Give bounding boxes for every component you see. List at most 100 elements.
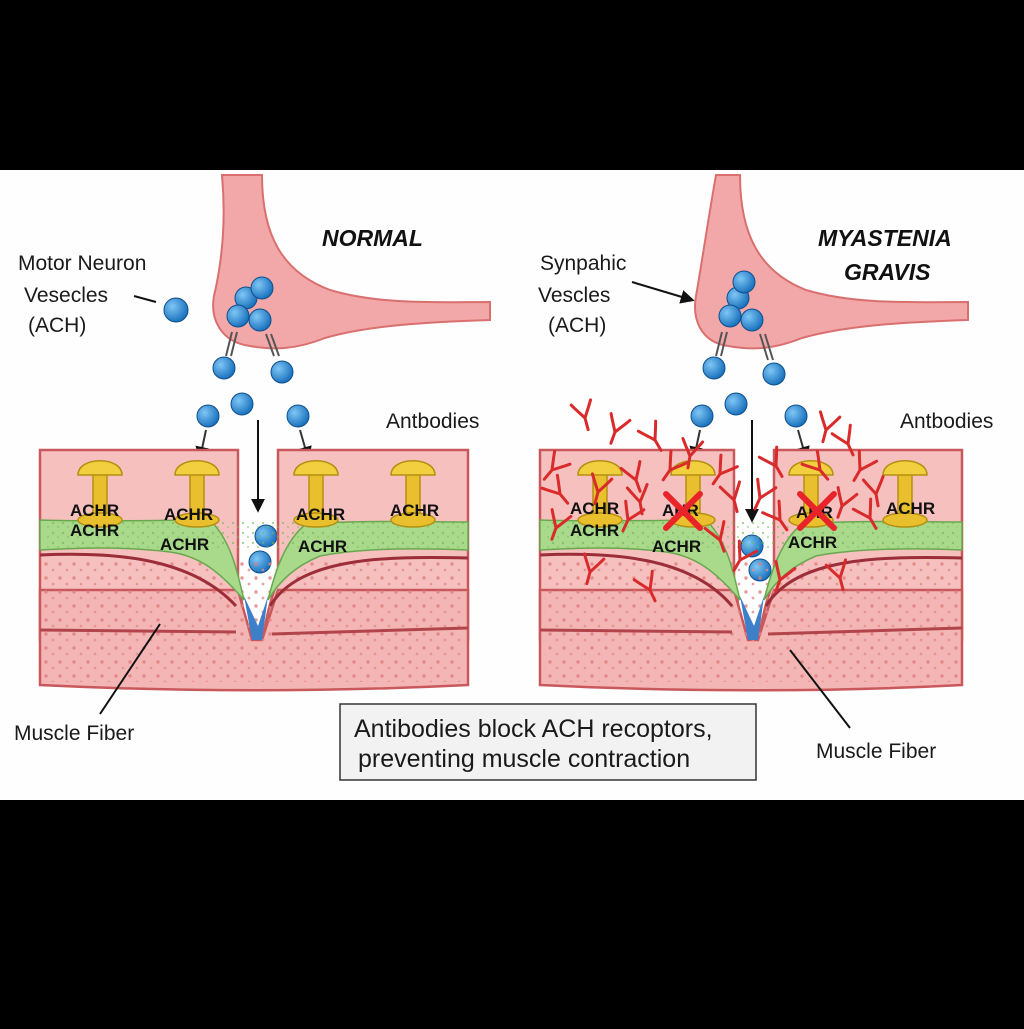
- antibody-icon: [861, 475, 885, 508]
- vesicles-label: Vesecles: [24, 284, 108, 307]
- vesicle: [732, 270, 756, 294]
- antibody-icon: [582, 552, 606, 586]
- ach-label: (ACH): [28, 314, 86, 337]
- antibody-icon: [711, 453, 739, 486]
- antibody-icon: [732, 539, 759, 572]
- synaptic-cleft: [244, 596, 268, 640]
- muscle-fiber-label: Muscle Fiber: [14, 722, 134, 745]
- block-x-icon: [797, 491, 837, 531]
- membrane-dots: [44, 522, 464, 550]
- antibody-icon: [824, 558, 848, 592]
- antibody-icon: [540, 473, 570, 505]
- vesicle: [718, 304, 742, 328]
- achr-label: ACHR: [570, 499, 619, 518]
- achr-label: ACHR: [160, 535, 209, 554]
- release-streak: [225, 331, 233, 357]
- antibody-icon: [619, 460, 642, 493]
- receptor: [577, 460, 623, 528]
- achr-label: ACHR: [298, 537, 347, 556]
- antibody-icon: [800, 449, 830, 481]
- pointer-line: [789, 649, 851, 729]
- vesicle: [270, 360, 294, 384]
- normal-panel: ACHR ACHR ACHR ACHR ACHR ACHR ACHR NORMA…: [14, 174, 491, 745]
- antibody-icon: [851, 497, 878, 530]
- achr-label: ACHR: [886, 499, 935, 518]
- vesicle: [724, 392, 748, 416]
- normal-title: NORMAL: [322, 225, 423, 251]
- fold-line-right: [268, 556, 469, 607]
- vesicle: [762, 362, 786, 386]
- antibody-icon: [661, 449, 689, 482]
- release-streak: [265, 333, 275, 357]
- antibody-icon: [609, 412, 632, 445]
- pointer-line: [133, 295, 157, 303]
- synaptic-label: Synpahic: [540, 252, 626, 275]
- antibody-icon: [632, 569, 657, 603]
- muscle-fiber-label: Muscle Fiber: [816, 740, 936, 763]
- antibody-icon: [550, 508, 573, 541]
- release-streak: [230, 331, 238, 357]
- antibody-icon: [621, 499, 646, 533]
- receptor: [77, 460, 123, 528]
- receptor: [882, 460, 928, 528]
- bottom-band: [0, 800, 1024, 1024]
- antibody-icon: [569, 398, 593, 432]
- antibody-icon: [590, 472, 614, 506]
- vesicle: [702, 356, 726, 380]
- vesicle: [212, 356, 236, 380]
- vesicle: [784, 404, 808, 428]
- achr-label: ACHR: [296, 505, 345, 524]
- vesicle: [286, 404, 310, 428]
- motor-neuron-terminal: [694, 174, 969, 350]
- antibody-icon: [830, 423, 855, 457]
- vesicle: [163, 297, 189, 323]
- antibody-icon: [818, 410, 842, 444]
- caption-line1: Antibodies block ACH recoptors,: [354, 715, 713, 743]
- release-streak: [764, 333, 774, 361]
- antibody-icon: [836, 486, 859, 519]
- vesicle: [250, 276, 274, 300]
- membrane-dots: [544, 522, 958, 550]
- antibody-icon: [681, 437, 705, 470]
- antibody-layer: [540, 398, 885, 603]
- mg-title-line2: GRAVIS: [844, 259, 931, 285]
- antibody-icon: [757, 445, 784, 478]
- achr-label: ACHR: [570, 521, 619, 540]
- pointer-line: [99, 623, 161, 715]
- receptor: [174, 460, 220, 528]
- motor-neuron-terminal: [212, 174, 491, 350]
- release-streak: [720, 331, 728, 357]
- achr-label: ACHR: [70, 521, 119, 540]
- antibody-icon: [703, 520, 726, 553]
- receptor: [293, 460, 339, 528]
- caption-box: Antibodies block ACH recoptors, preventi…: [339, 703, 757, 781]
- vesicle: [226, 304, 250, 328]
- vesicle: [248, 308, 272, 332]
- release-streak: [715, 331, 723, 357]
- vesicle: [690, 404, 714, 428]
- antibodies-label: Antbodies: [386, 410, 479, 433]
- antibody-icon: [625, 483, 649, 516]
- motor-neuron-label: Motor Neuron: [18, 252, 146, 275]
- release-streak: [270, 333, 280, 357]
- receptor: [390, 460, 436, 528]
- antibody-icon: [753, 477, 778, 511]
- ach-label: (ACH): [548, 314, 606, 337]
- achr-label: ACHR: [164, 505, 213, 524]
- block-x-icon: [663, 491, 703, 531]
- vescles-label: Vescles: [538, 284, 610, 307]
- antibody-icon: [774, 560, 797, 593]
- vesicle: [196, 404, 220, 428]
- antibody-icon: [761, 499, 789, 532]
- pointer-line: [631, 281, 695, 304]
- fold-line-left: [539, 552, 734, 607]
- antibodies-label: Antbodies: [900, 410, 993, 433]
- muscle-stripe: [39, 626, 469, 636]
- antibody-icon: [542, 449, 572, 481]
- mg-panel: ACHR ACHR AHR ACHR ACHR AHR ACHR MYASTEN…: [538, 174, 993, 763]
- muscle-stripe: [539, 626, 963, 636]
- synaptic-cleft: [740, 596, 764, 640]
- caption-line2: preventing muscle contraction: [358, 745, 690, 773]
